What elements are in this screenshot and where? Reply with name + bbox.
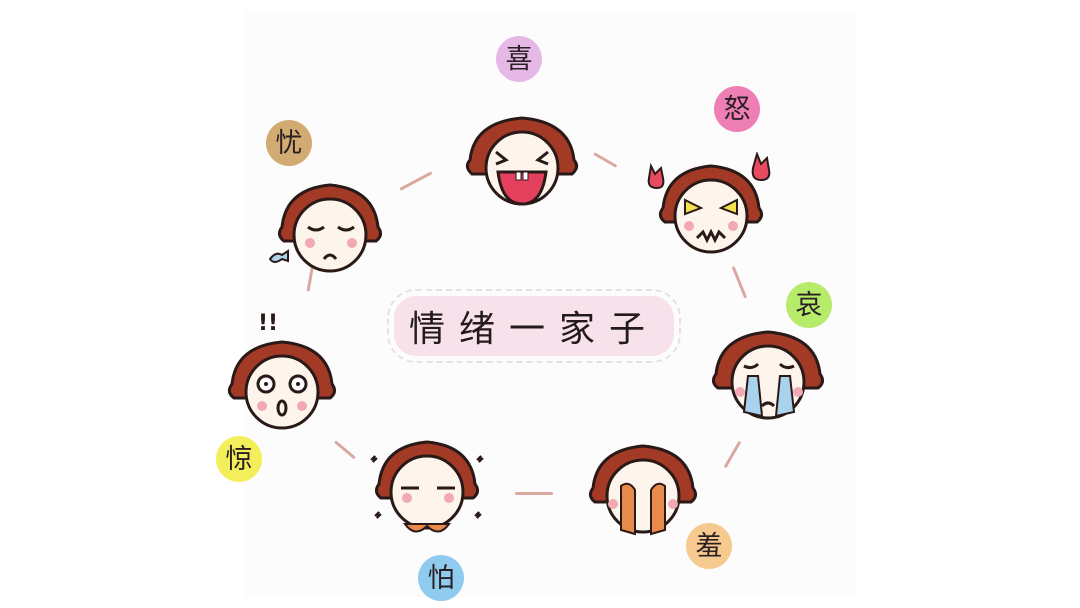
badge-sorrow: 哀 — [786, 282, 832, 328]
face-anger-icon — [647, 152, 771, 254]
face-shy-icon — [588, 444, 698, 536]
face-surprise-icon: !! — [227, 311, 337, 430]
face-worry-icon — [268, 183, 383, 273]
badge-shy: 羞 — [686, 523, 732, 569]
connector-shy-fear — [515, 492, 553, 495]
badge-joy: 喜 — [496, 36, 542, 82]
diagram-title: 情绪一家子 — [387, 289, 681, 363]
badge-surprise: 惊 — [216, 436, 262, 482]
face-fear-icon — [370, 440, 484, 533]
face-sorrow-icon — [711, 330, 825, 420]
badge-fear: 怕 — [418, 555, 464, 601]
face-joy-icon — [465, 116, 579, 206]
svg-text:!!: !! — [258, 311, 278, 336]
badge-anger: 怒 — [714, 86, 760, 132]
badge-worry: 忧 — [266, 120, 312, 166]
